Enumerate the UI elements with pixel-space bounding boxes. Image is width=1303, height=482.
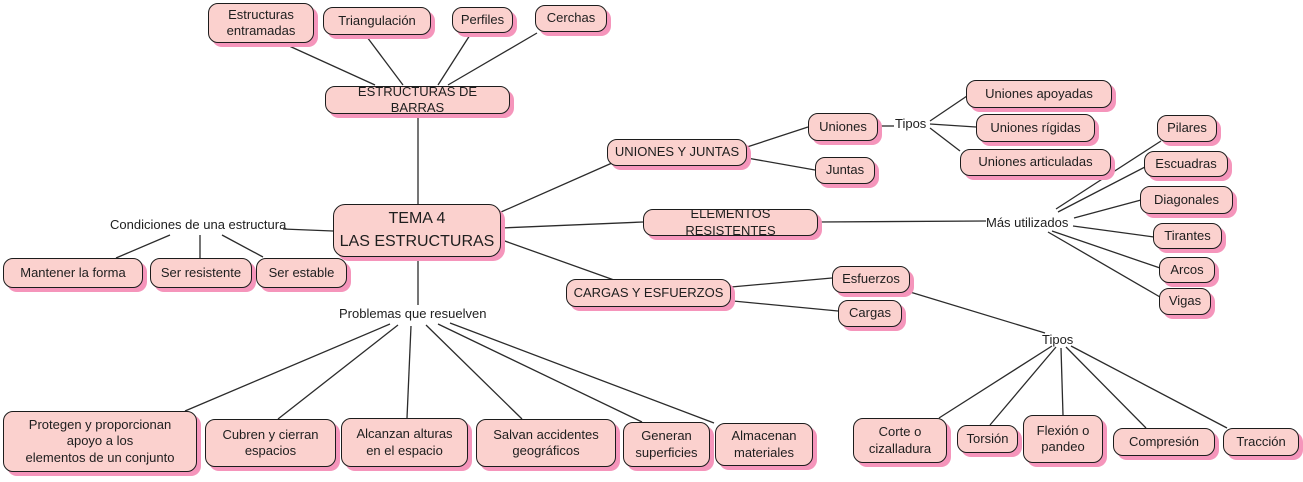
node-ser-resistente[interactable]: Ser resistente (150, 258, 252, 288)
node-diagonales[interactable]: Diagonales (1140, 186, 1233, 214)
link-label-tipos-uniones[interactable]: Tipos (895, 116, 927, 131)
node-perfiles[interactable]: Perfiles (452, 7, 513, 33)
node-protegen-apoyo[interactable]: Protegen y proporcionan apoyo a los elem… (3, 411, 197, 472)
node-juntas[interactable]: Juntas (815, 157, 875, 184)
node-uniones-y-juntas[interactable]: UNIONES Y JUNTAS (607, 139, 747, 166)
node-almacenan-materiales[interactable]: Almacenan materiales (715, 423, 813, 466)
link-label-problemas[interactable]: Problemas que resuelven (339, 306, 487, 321)
node-ser-estable[interactable]: Ser estable (256, 258, 347, 288)
node-generan-superficies[interactable]: Generan superficies (623, 422, 710, 467)
node-cargas-y-esfuerzos[interactable]: CARGAS Y ESFUERZOS (566, 279, 731, 307)
node-elementos-resistentes[interactable]: ELEMENTOS RESISTENTES (643, 206, 818, 238)
link-label-mas-utilizados[interactable]: Más utilizados (986, 215, 1069, 230)
node-triangulacion[interactable]: Triangulación (323, 7, 431, 35)
node-mantener-la-forma[interactable]: Mantener la forma (3, 258, 143, 288)
node-esfuerzos[interactable]: Esfuerzos (832, 266, 910, 293)
node-torsion[interactable]: Torsión (957, 425, 1018, 453)
node-corte-o-cizalladura[interactable]: Corte o cizalladura (853, 418, 947, 463)
node-tema4-las-estructuras[interactable]: TEMA 4 LAS ESTRUCTURAS (333, 204, 501, 257)
node-uniones[interactable]: Uniones (808, 113, 878, 141)
node-pilares[interactable]: Pilares (1157, 115, 1217, 142)
node-cerchas[interactable]: Cerchas (535, 5, 607, 32)
node-escuadras[interactable]: Escuadras (1144, 151, 1228, 177)
node-flexion-o-pandeo[interactable]: Flexión o pandeo (1023, 415, 1103, 463)
node-uniones-articuladas[interactable]: Uniones articuladas (960, 149, 1111, 176)
node-tirantes[interactable]: Tirantes (1153, 223, 1222, 249)
node-salvan-accidentes[interactable]: Salvan accidentes geográficos (476, 419, 616, 467)
node-alcanzan-alturas[interactable]: Alcanzan alturas en el espacio (341, 418, 468, 467)
link-label-condiciones[interactable]: Condiciones de una estructura (110, 217, 287, 232)
link-label-tipos-esfuerzos[interactable]: Tipos (1042, 332, 1074, 347)
node-compresion[interactable]: Compresión (1113, 428, 1215, 456)
node-uniones-apoyadas[interactable]: Uniones apoyadas (966, 80, 1112, 108)
node-estructuras-de-barras[interactable]: ESTRUCTURAS DE BARRAS (325, 84, 510, 115)
node-cargas[interactable]: Cargas (838, 300, 902, 327)
node-uniones-rigidas[interactable]: Uniones rígidas (976, 114, 1095, 142)
node-arcos[interactable]: Arcos (1159, 257, 1215, 283)
node-vigas[interactable]: Vigas (1159, 288, 1211, 315)
node-estructuras-entramadas[interactable]: Estructuras entramadas (208, 3, 314, 43)
node-cubren-espacios[interactable]: Cubren y cierran espacios (205, 419, 336, 467)
node-traccion[interactable]: Tracción (1223, 428, 1299, 456)
